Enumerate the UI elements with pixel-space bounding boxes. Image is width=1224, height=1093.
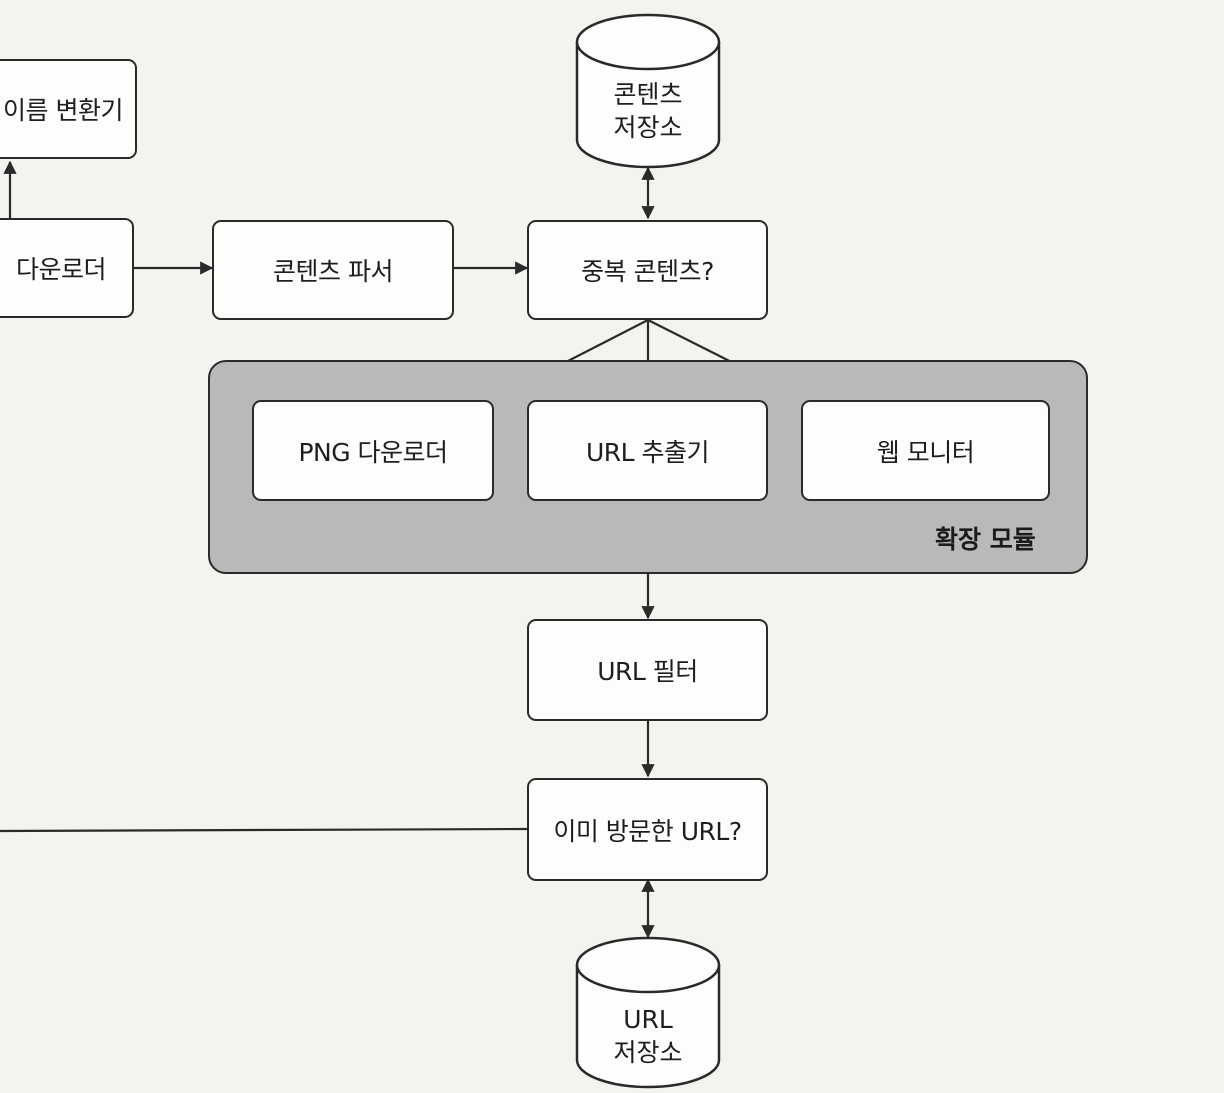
visited-url-node: 이미 방문한 URL? — [527, 778, 768, 881]
name-converter-node: 이름 변환기 — [0, 59, 137, 159]
downloader-node: 다운로더 — [0, 218, 134, 318]
web-monitor-node: 웹 모니터 — [801, 400, 1050, 501]
url-store-cylinder-shape — [575, 936, 721, 1089]
url-filter-node: URL 필터 — [527, 619, 768, 721]
url-store-label-line1: URL — [623, 1005, 673, 1034]
url-extractor-node: URL 추출기 — [527, 400, 768, 501]
content-store-label-line1: 콘텐츠 — [613, 80, 683, 109]
content-store-cylinder-shape — [575, 13, 721, 169]
edge-visited-url-to-left — [0, 827, 528, 833]
duplicate-content-node: 중복 콘텐츠? — [527, 220, 768, 320]
content-store-label-line2: 저장소 — [613, 113, 683, 142]
url-store-cylinder: URL 저장소 — [574, 935, 722, 1090]
png-downloader-node: PNG 다운로더 — [252, 400, 494, 501]
extension-module-label: 확장 모듈 — [935, 525, 1036, 554]
content-parser-node: 콘텐츠 파서 — [212, 220, 454, 320]
content-store-cylinder: 콘텐츠 저장소 — [574, 12, 722, 170]
url-store-label-line2: 저장소 — [613, 1038, 683, 1067]
